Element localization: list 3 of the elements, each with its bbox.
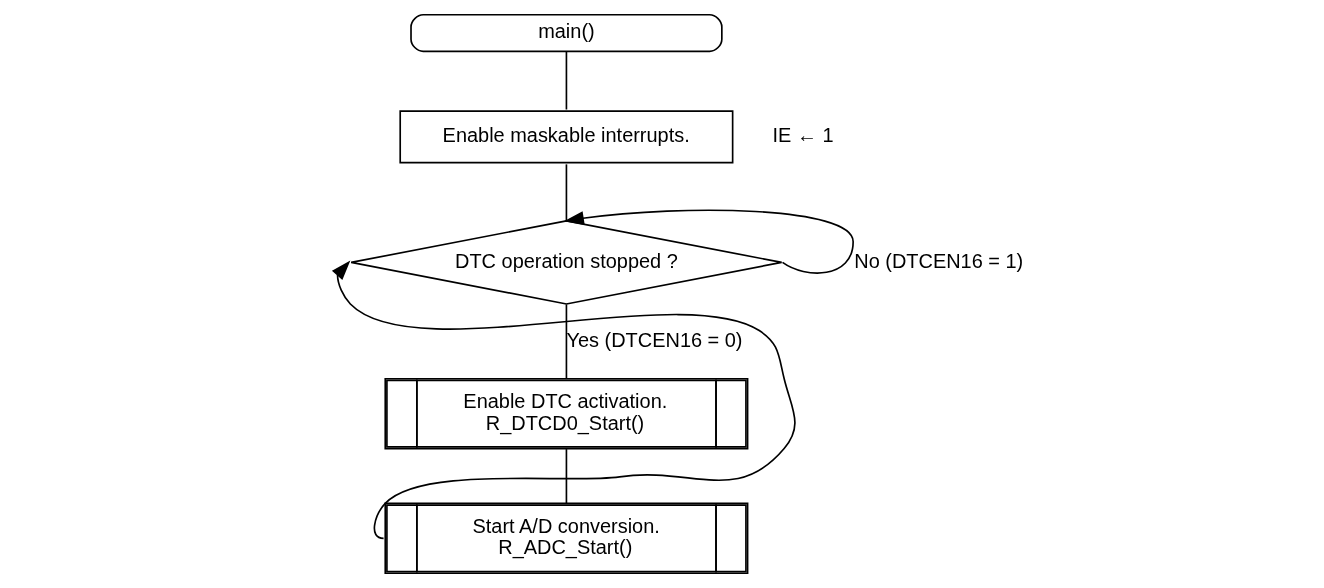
node-label: IE ← 1 bbox=[772, 124, 834, 147]
edge-label: Yes (DTCEN16 = 0) bbox=[566, 328, 743, 351]
edge-label: No (DTCEN16 = 1) bbox=[854, 249, 1024, 272]
